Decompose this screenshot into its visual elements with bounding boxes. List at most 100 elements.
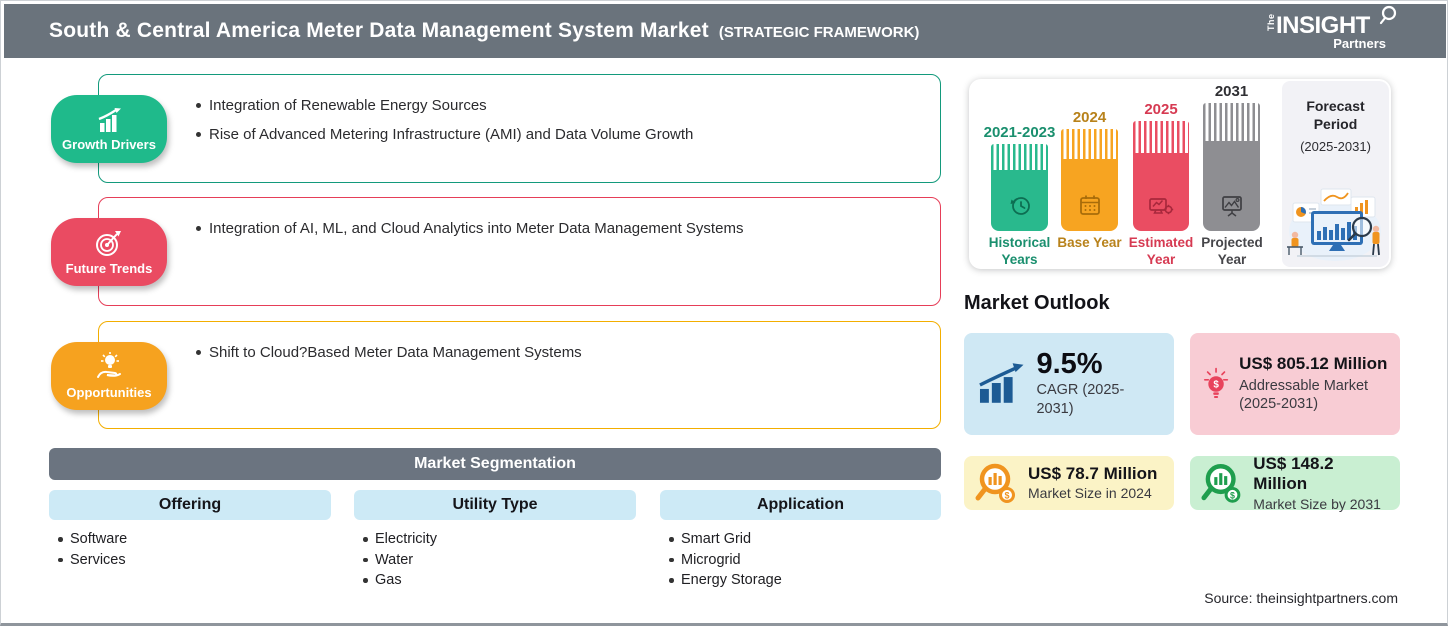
segment-items: Electricity Water Gas [354, 529, 636, 591]
cagr-value: 9.5% [1036, 347, 1103, 380]
future-trends-box: Integration of AI, ML, and Cloud Analyti… [98, 197, 941, 306]
period-label: Estimated Year [1128, 235, 1194, 267]
cagr-card: 9.5% CAGR (2025-2031) [964, 333, 1174, 435]
list-item: Energy Storage [668, 570, 941, 591]
magnifier-icon [1379, 5, 1397, 25]
magnifier-chart-icon: $ [1201, 464, 1241, 503]
header-titles: South & Central America Meter Data Manag… [49, 19, 919, 43]
opportunities-box: Shift to Cloud?Based Meter Data Manageme… [98, 321, 941, 429]
timeline-bar-historical [991, 144, 1048, 231]
magnifier-chart-icon: $ [975, 463, 1015, 503]
segment-column-application: Application Smart Grid Microgrid Energy … [660, 490, 941, 591]
card-text: US$ 805.12 Million Addressable Market (2… [1239, 354, 1388, 413]
segment-header: Application [660, 490, 941, 520]
growth-drivers-list: Integration of Renewable Energy Sources … [99, 75, 940, 146]
segment-items: Software Services [49, 529, 331, 570]
header-bar: South & Central America Meter Data Manag… [4, 4, 1446, 58]
badge-label: Growth Drivers [62, 136, 156, 152]
segment-column-offering: Offering Software Services [49, 490, 331, 570]
market-size-2031-label: Market Size by 2031 [1253, 495, 1381, 512]
logo-partners: Partners [1333, 36, 1386, 51]
svg-text:$: $ [1213, 380, 1219, 391]
market-size-2031-card: $ US$ 148.2 Million Market Size by 2031 [1190, 454, 1400, 513]
growth-drivers-badge: Growth Drivers [51, 95, 167, 163]
svg-text:$: $ [1230, 490, 1235, 500]
timeline-bar-base [1061, 129, 1118, 231]
period-label: Historical Years [988, 235, 1051, 267]
bar-stripes [1061, 129, 1118, 159]
timeline-bar-estimated [1133, 121, 1189, 231]
target-icon [96, 230, 121, 256]
projection-screen-icon [1221, 196, 1242, 217]
badge-label: Future Trends [65, 260, 153, 276]
segment-header: Utility Type [354, 490, 636, 520]
bar-stripes [991, 144, 1048, 170]
addressable-market-label: Addressable Market (2025-2031) [1239, 377, 1369, 413]
page-subtitle: (STRATEGIC FRAMEWORK) [718, 24, 920, 41]
list-item: Services [57, 550, 331, 571]
forecast-period-panel: Forecast Period (2025-2031) [1282, 81, 1389, 267]
bar-body [991, 170, 1048, 231]
market-size-2024-card: $ US$ 78.7 Million Market Size in 2024 [964, 456, 1174, 510]
addressable-market-card: $ US$ 805.12 Million Addressable Market … [1190, 333, 1400, 435]
year-label: 2031 [1214, 83, 1249, 100]
list-item: Microgrid [668, 550, 941, 571]
market-outlook-title: Market Outlook [964, 292, 1110, 314]
cagr-growth-icon [979, 363, 1024, 403]
bar-body [1203, 141, 1260, 231]
opportunities-badge: Opportunities [51, 342, 167, 410]
market-size-2024-value: US$ 78.7 Million [1028, 463, 1158, 483]
history-clock-icon [1010, 197, 1030, 215]
logo-insight: INSIGHT [1276, 12, 1370, 39]
timeline-bar-projected [1203, 103, 1260, 231]
list-item: Electricity [362, 529, 636, 550]
year-label: 2021-2023 [983, 124, 1056, 141]
segment-items: Smart Grid Microgrid Energy Storage [660, 529, 941, 591]
period-label: Base Year [1057, 235, 1122, 250]
forecast-title: Forecast Period [1306, 98, 1365, 133]
list-item: Shift to Cloud?Based Meter Data Manageme… [194, 343, 915, 363]
list-item: Integration of Renewable Energy Sources [194, 96, 915, 116]
source-note: Source: theinsightpartners.com [1204, 590, 1398, 606]
computer-gear-icon [1149, 198, 1174, 215]
card-text: US$ 148.2 Million Market Size by 2031 [1253, 454, 1390, 513]
future-trends-badge: Future Trends [51, 218, 167, 286]
card-text: 9.5% CAGR (2025-2031) [1036, 347, 1160, 418]
bar-stripes [1203, 103, 1260, 141]
insight-partners-logo: The INSIGHT Partners [1266, 5, 1397, 51]
year-label: 2024 [1072, 109, 1107, 126]
market-size-2024-label: Market Size in 2024 [1028, 485, 1152, 502]
bulb-dollar-icon: $ [1203, 367, 1229, 399]
year-label: 2025 [1144, 101, 1178, 118]
market-segmentation-bar: Market Segmentation [49, 448, 941, 480]
analytics-illustration [1287, 188, 1381, 261]
growth-drivers-box: Integration of Renewable Energy Sources … [98, 74, 941, 183]
addressable-market-value: US$ 805.12 Million [1239, 354, 1388, 374]
card-text: US$ 78.7 Million Market Size in 2024 [1028, 464, 1157, 502]
list-item: Water [362, 550, 636, 571]
future-trends-list: Integration of AI, ML, and Cloud Analyti… [99, 198, 940, 239]
growth-chart-icon [98, 107, 121, 132]
list-item: Integration of AI, ML, and Cloud Analyti… [194, 219, 915, 239]
market-size-2031-value: US$ 148.2 Million [1253, 453, 1334, 494]
segment-header: Offering [49, 490, 331, 520]
list-item: Software [57, 529, 331, 550]
list-item: Gas [362, 570, 636, 591]
forecast-range: (2025-2031) [1300, 139, 1371, 155]
period-label: Projected Year [1201, 235, 1263, 267]
list-item: Smart Grid [668, 529, 941, 550]
timeline-chart-card: 2021-2023 2024 2025 2031 [969, 79, 1391, 269]
opportunities-list: Shift to Cloud?Based Meter Data Manageme… [99, 322, 940, 363]
idea-hand-icon [97, 352, 121, 378]
calendar-icon [1079, 195, 1100, 215]
badge-label: Opportunities [66, 385, 152, 400]
page-title: South & Central America Meter Data Manag… [49, 19, 709, 42]
bar-body [1061, 159, 1118, 231]
cagr-label: CAGR (2025-2031) [1036, 381, 1125, 417]
bar-stripes [1133, 121, 1189, 153]
logo-row: The INSIGHT [1266, 5, 1397, 40]
bar-body [1133, 153, 1189, 231]
segment-column-utility-type: Utility Type Electricity Water Gas [354, 490, 636, 591]
list-item: Rise of Advanced Metering Infrastructure… [194, 125, 915, 145]
